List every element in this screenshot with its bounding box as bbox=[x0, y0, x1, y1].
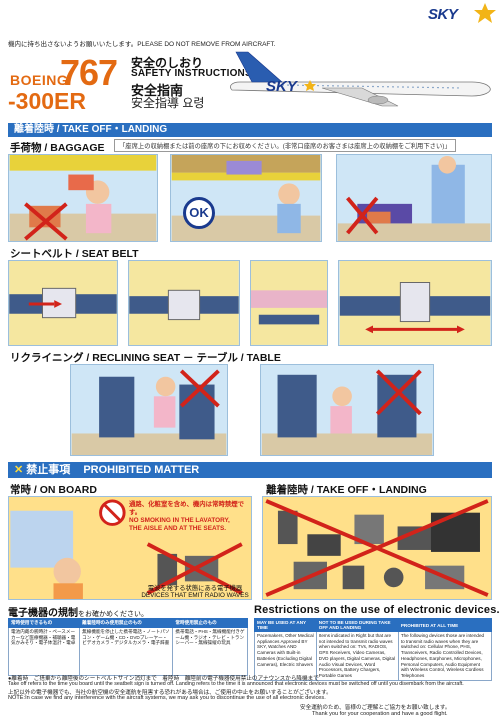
footnote-jp-1: ●離着時 ご搭乗から離陸後のシートベルトサイン消灯まで 着陸時 離陸前の電子機器… bbox=[8, 676, 319, 682]
jp-header-any-time: 常時使用できるもの bbox=[7, 618, 81, 628]
seatbelt-heading: シートベルト / SEAT BELT bbox=[10, 248, 139, 260]
prohibited-label-jp: 禁止事項 bbox=[26, 464, 71, 476]
baggage-panel-underseat bbox=[336, 154, 492, 242]
title-chinese-simplified: 安全指南 bbox=[131, 83, 184, 98]
electronics-rules-title: 電子機器の規制をお確かめください。 bbox=[8, 608, 148, 619]
footnote-jp-2: 上記以外の電子機器でも、当社の航空機の安全運航を阻害する恐れがある場合は、ご使用… bbox=[8, 690, 332, 696]
jp-cell-takeoff-landing: 無線機能を停止した携帯電話・ノートパソコン・ゲーム機・CD・DVDプレーヤー・ビ… bbox=[79, 627, 174, 676]
en-cell-any-time: Pacemakers, Other Medical Appliances App… bbox=[254, 631, 317, 681]
footnote-en-1: Take off refers to the time you board un… bbox=[8, 681, 464, 687]
section-bar-takeoff-landing: 離着陸時 / TAKE OFF・LANDING bbox=[8, 123, 492, 137]
seatbelt-panel-3 bbox=[250, 260, 328, 346]
radio-wave-caption: 電波を発する状態にある電子機器 DEVICES THAT EMIT RADIO … bbox=[141, 585, 249, 599]
section-bar-prohibited: ✕ 禁止事項 PROHIBITED MATTER bbox=[8, 462, 492, 478]
restrictions-title: Restrictions on the use of electronic de… bbox=[254, 604, 500, 616]
takeoff-landing-prohibited-panel bbox=[262, 496, 492, 600]
en-cell-prohibited: The following devices those are intended… bbox=[397, 631, 493, 681]
brand-logo-text: SKY bbox=[428, 6, 458, 23]
jp-header-takeoff-landing: 離着陸時のみ使用禁止のもの bbox=[79, 618, 174, 628]
seatbelt-panel-4 bbox=[338, 260, 492, 346]
jp-cell-any-time: 電池内蔵の腕時計・ペースメーカーなど医療機器・補聴器・電気かみそり・電子体温計・… bbox=[7, 627, 81, 676]
airplane-illustration: SKY bbox=[230, 51, 491, 107]
aircraft-maker: BOEING bbox=[10, 72, 69, 88]
en-restrictions-table: MAY BE USED AT ANY TIME NOT TO BE USED D… bbox=[254, 618, 493, 681]
jp-header-prohibited: 常時使用禁止のもの bbox=[172, 618, 248, 628]
jp-rules-table: 常時使用できるもの 離着陸時のみ使用禁止のもの 常時使用禁止のもの 電池内蔵の腕… bbox=[7, 618, 248, 676]
aircraft-number: 767 bbox=[60, 52, 118, 93]
takeoff-landing-prohibited-heading: 離着陸時 / TAKE OFF・LANDING bbox=[266, 484, 427, 496]
baggage-note: 「座席上の収納棚または前の座席の下にお収めください。(非常口座席のお客さまは座席… bbox=[114, 139, 456, 152]
aircraft-variant: -300ER bbox=[8, 88, 86, 114]
on-board-panel: 通路、化粧室を含め、機内は常時禁煙です。 NO SMOKING IN THE L… bbox=[8, 496, 252, 600]
recline-panel bbox=[70, 364, 228, 456]
recline-heading: リクライニング / RECLINING SEAT － テーブル / TABLE bbox=[10, 352, 281, 364]
title-japanese: 安全のしおり bbox=[131, 56, 204, 70]
baggage-heading: 手荷物 / BAGGAGE bbox=[10, 142, 105, 154]
prohibited-label-en: PROHIBITED MATTER bbox=[83, 464, 200, 476]
en-header-any-time: MAY BE USED AT ANY TIME bbox=[254, 618, 317, 632]
en-header-prohibited: PROHIBITED AT ALL TIME bbox=[397, 618, 493, 632]
plane-livery-text: SKY bbox=[266, 78, 299, 95]
closing-jp: 安全運航のため、皆様のご理解とご協力をお願い致します。 bbox=[300, 705, 451, 711]
prohibited-x-icon: ✕ bbox=[14, 464, 24, 476]
on-board-heading: 常時 / ON BOARD bbox=[10, 484, 97, 496]
table-panel bbox=[260, 364, 434, 456]
footnote-en-2: NOTE:In case we find any interference wi… bbox=[8, 695, 326, 701]
baggage-panel-ok: OK bbox=[170, 154, 322, 242]
seatbelt-panel-1 bbox=[8, 260, 118, 346]
closing-en: Thank you for your cooperation and have … bbox=[312, 711, 448, 717]
ok-badge: OK bbox=[183, 197, 215, 229]
en-header-takeoff-landing: NOT TO BE USED DURING TAKE OFF AND LANDI… bbox=[315, 618, 399, 632]
title-english: SAFETY INSTRUCTIONS bbox=[131, 68, 252, 79]
no-smoking-text: 通路、化粧室を含め、機内は常時禁煙です。 NO SMOKING IN THE L… bbox=[129, 501, 245, 532]
jp-cell-prohibited: 携帯電話・PHS・無線機能付きゲーム機・ラジオ・テレビ・トランシーバー・無線操縦… bbox=[172, 627, 248, 676]
seatbelt-panel-2 bbox=[128, 260, 240, 346]
baggage-panel-wrong bbox=[8, 154, 158, 242]
en-cell-takeoff-landing: Items indicated in Right but that are no… bbox=[315, 631, 399, 681]
star-icon bbox=[474, 3, 496, 23]
title-chinese-korean: 安全指導 요령 bbox=[131, 96, 205, 110]
do-not-remove-notice: 機内に持ち出さないようお願いいたします。PLEASE DO NOT REMOVE… bbox=[8, 41, 276, 48]
